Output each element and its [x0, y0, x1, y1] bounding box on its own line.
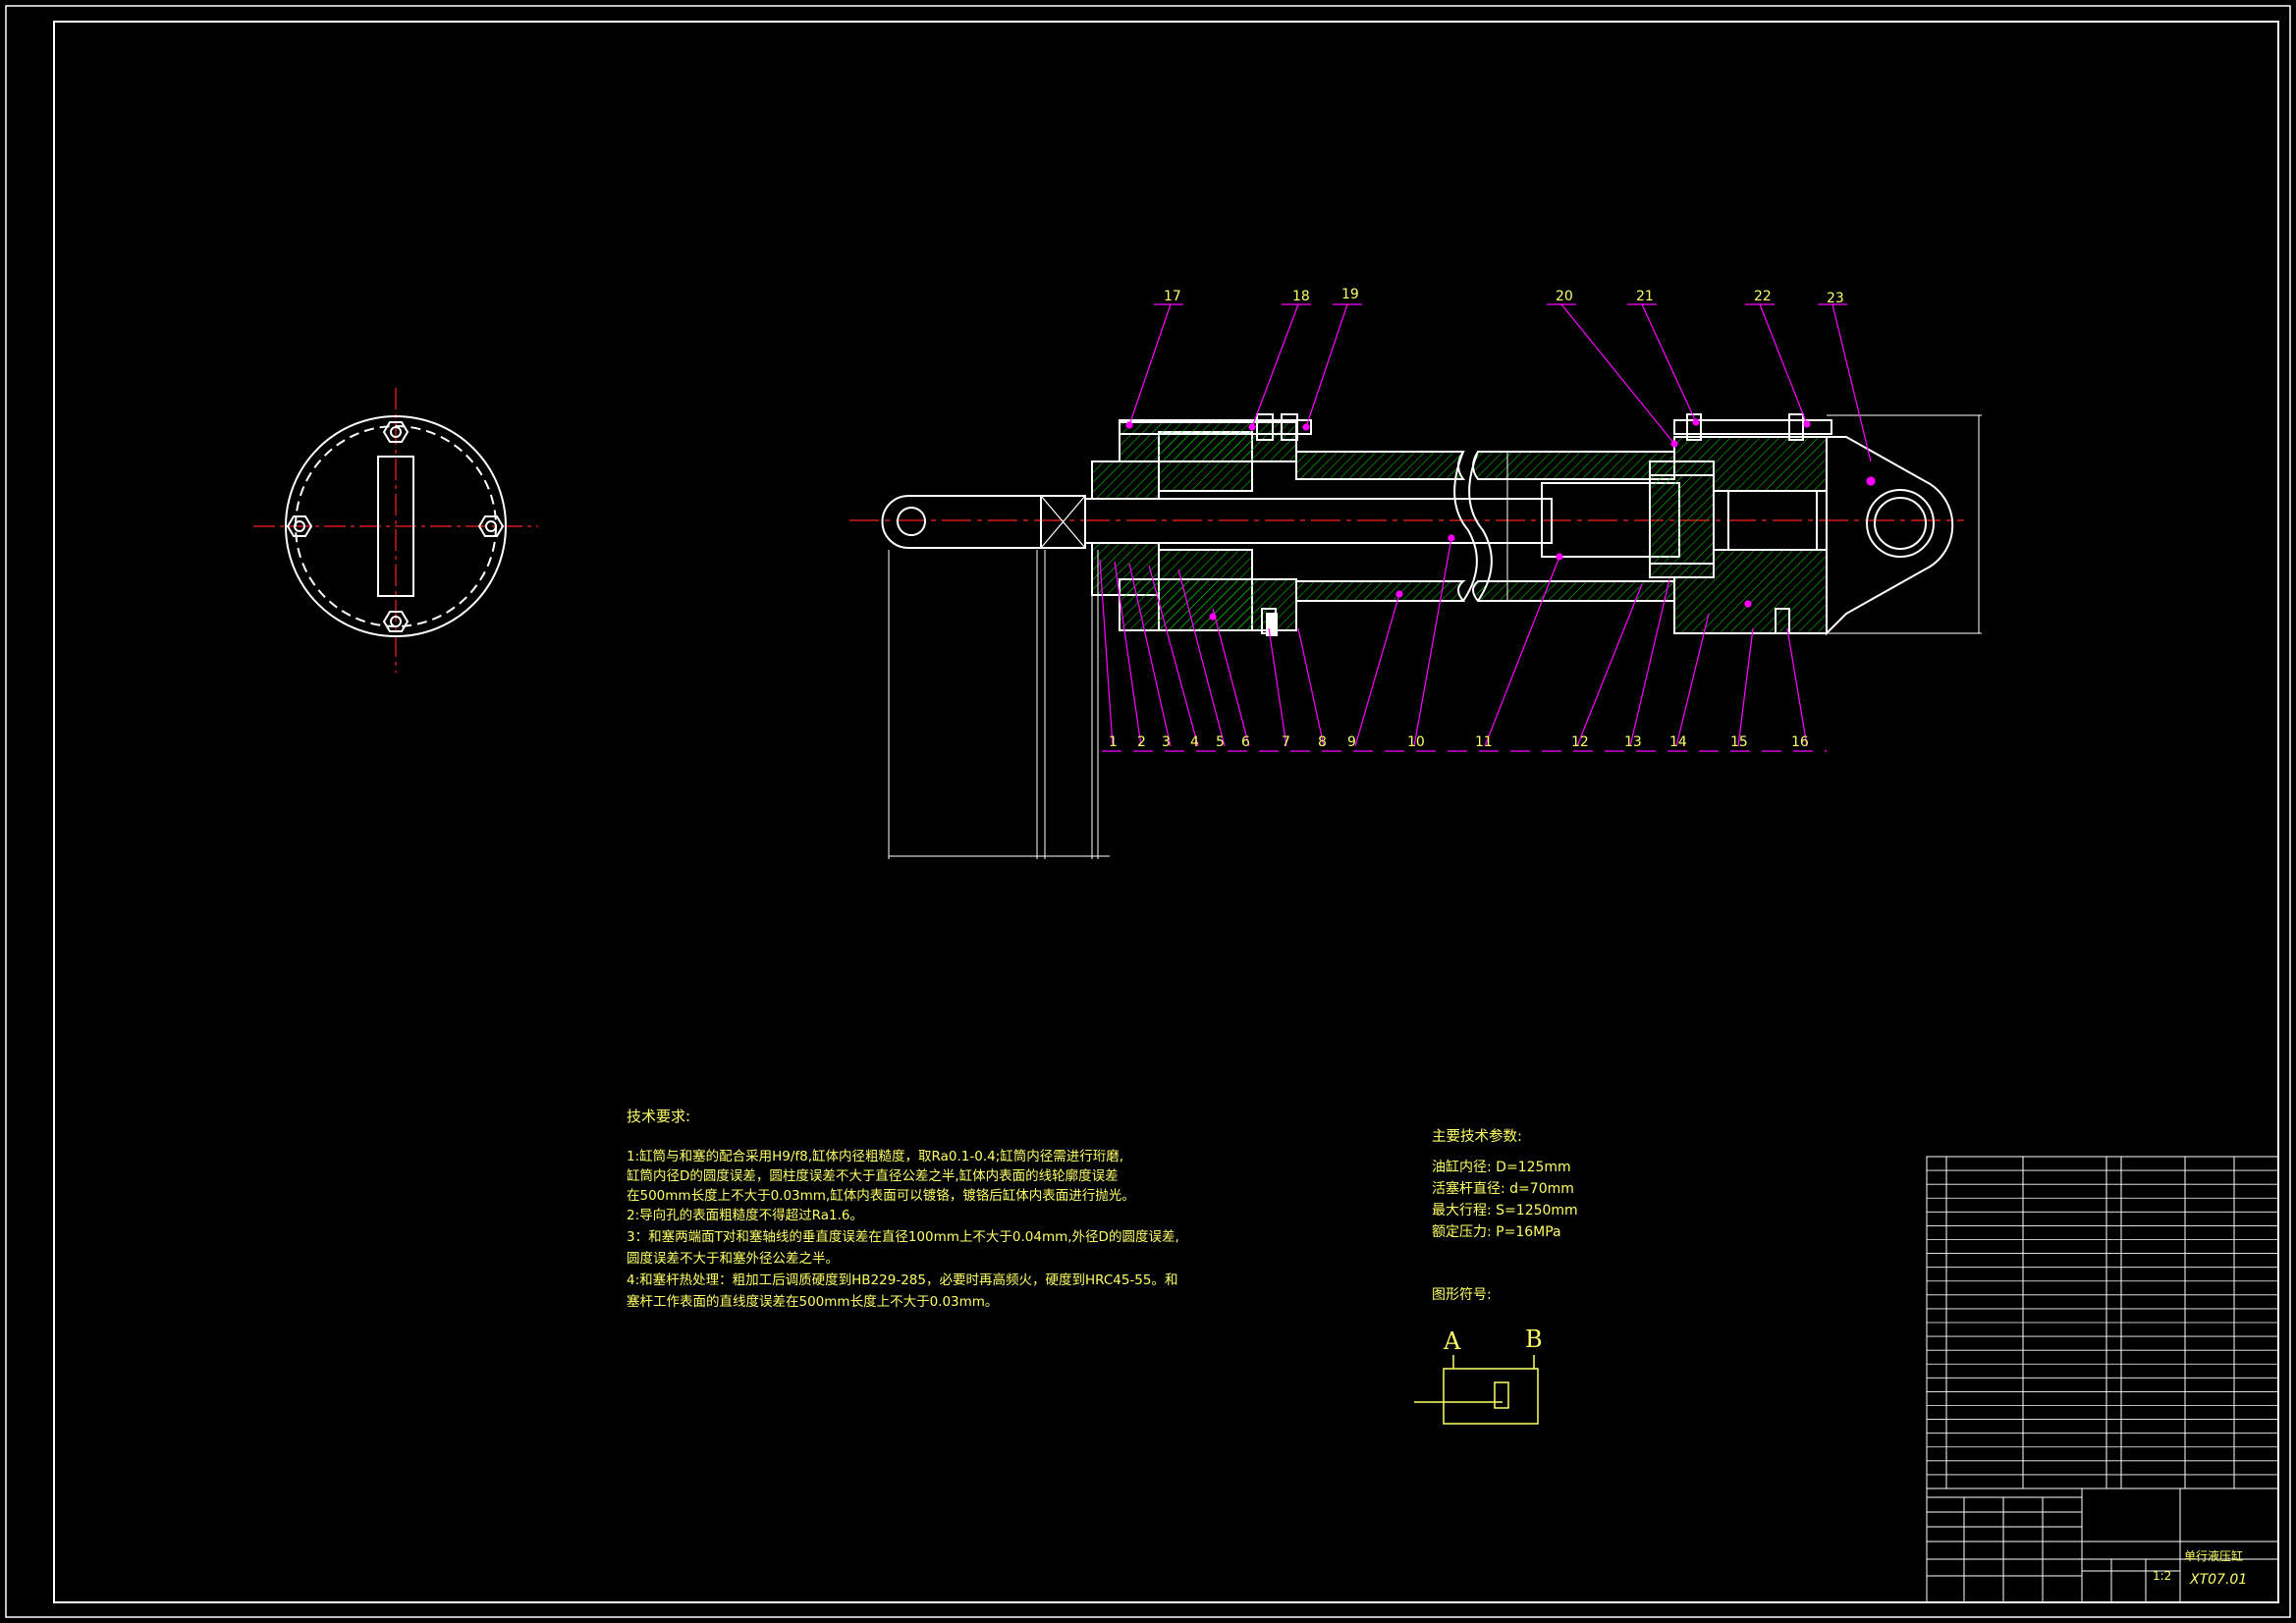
tech-req-line: 1:缸筒与和塞的配合采用H9/f8,缸体内径粗糙度，取Ra0.1-0.4;缸筒内…	[627, 1149, 1124, 1164]
rod-eye-hole	[897, 507, 926, 536]
outer-border	[5, 5, 2291, 1618]
balloon-20: 20	[1556, 289, 1573, 304]
tech-req-line: 4:和塞杆热处理：粗加工后调质硬度到HB229-285，必要时再高频火，硬度到H…	[627, 1272, 1178, 1288]
bolt-head-right	[1686, 413, 1702, 441]
bolt-head-upper-2	[1281, 413, 1298, 441]
balloons-top: 17 18 19 20 21 22 23	[1164, 287, 1844, 306]
clevis-hole-inner	[1874, 497, 1927, 550]
balloon-2: 2	[1137, 734, 1146, 750]
balloon-16: 16	[1791, 734, 1809, 750]
param-line: 额定压力: P=16MPa	[1432, 1224, 1561, 1240]
balloon-7: 7	[1282, 734, 1290, 750]
tech-req-line: 塞杆工作表面的直线度误差在500mm长度上不大于0.03mm。	[627, 1294, 999, 1310]
main-params-title: 主要技术参数:	[1432, 1129, 1522, 1145]
balloon-22: 22	[1754, 289, 1772, 304]
balloon-21: 21	[1636, 289, 1654, 304]
rear-bore	[1727, 490, 1818, 551]
hex-nut-left	[286, 515, 313, 537]
balloon-3: 3	[1162, 734, 1171, 750]
tech-req-line: 3：和塞两端面T对和塞轴线的垂直度误差在直径100mm上不大于0.04mm,外径…	[627, 1229, 1179, 1245]
end-view	[253, 388, 538, 673]
barrel-upper	[1295, 451, 1466, 480]
port-plug-1	[1266, 613, 1278, 636]
barrel-upper-right	[1472, 451, 1675, 480]
end-view-slot	[377, 456, 414, 597]
cylinder-section	[849, 413, 1964, 636]
balloon-17: 17	[1164, 289, 1181, 304]
tech-req-line: 缸筒内径D的圆度误差，圆柱度误差不大于直径公差之半,缸体内表面的线轮廓度误差	[627, 1168, 1119, 1184]
tech-req-line: 圆度误差不大于和塞外径公差之半。	[627, 1251, 839, 1267]
balloon-13: 13	[1624, 734, 1642, 750]
tech-req-line: 在500mm长度上不大于0.03mm,缸体内表面可以镀铬，镀铬后缸体内表面进行抛…	[627, 1188, 1135, 1204]
balloon-15: 15	[1730, 734, 1748, 750]
break-line-2	[1468, 451, 1493, 602]
port-a-label: A	[1444, 1327, 1461, 1355]
balloon-5: 5	[1216, 734, 1225, 750]
balloon-19: 19	[1341, 287, 1359, 302]
title-block-drawing-number: XT07.01	[2190, 1572, 2248, 1588]
balloon-1: 1	[1109, 734, 1118, 750]
hex-nut-top	[382, 421, 410, 443]
balloons-bottom: 1 2 3 4 5 6 7 8 9 10 11 12 13 14 15 16	[1109, 734, 1809, 750]
tech-requirements-title: 技术要求:	[627, 1108, 691, 1125]
tie-bolt-upper-right	[1673, 419, 1832, 435]
balloon-8: 8	[1318, 734, 1327, 750]
barrel-lower	[1295, 580, 1466, 602]
gland	[1091, 460, 1160, 500]
tie-bolt-upper-left	[1119, 419, 1312, 435]
balloon-11: 11	[1475, 734, 1493, 750]
balloon-23: 23	[1827, 291, 1844, 306]
leader-lines	[1099, 303, 1876, 752]
rod-eye	[881, 495, 1042, 549]
break-line	[1453, 451, 1478, 602]
end-view-outer-circle	[285, 415, 507, 637]
front-flange-upper	[1119, 421, 1297, 462]
tech-req-line: 2:导向孔的表面粗糙度不得超过Ra1.6。	[627, 1208, 863, 1223]
title-block-part-name: 单行液压缸	[2184, 1549, 2244, 1563]
hex-nut-bottom	[382, 611, 410, 632]
balloon-9: 9	[1347, 734, 1356, 750]
balloon-6: 6	[1241, 734, 1250, 750]
parts-list-rows	[1927, 1169, 2278, 1476]
clevis-hole-outer	[1866, 489, 1935, 558]
rear-clevis	[1826, 436, 1954, 636]
port-b-label: B	[1525, 1325, 1543, 1353]
piston-rod	[1084, 498, 1553, 544]
hex-nut-right	[477, 515, 505, 537]
balloon-14: 14	[1669, 734, 1687, 750]
param-line: 油缸内径: D=125mm	[1432, 1160, 1571, 1175]
port-rear	[1775, 608, 1790, 634]
balloon-12: 12	[1571, 734, 1589, 750]
hydraulic-symbol	[1414, 1355, 1539, 1425]
title-block-scale: 1:2	[2153, 1569, 2172, 1583]
dimensions	[888, 414, 1982, 859]
bolt-head-right-2	[1788, 413, 1804, 441]
barrel-lower-right	[1472, 580, 1675, 602]
piston	[1649, 460, 1715, 578]
symbol-title: 图形符号:	[1432, 1287, 1492, 1303]
balloon-4: 4	[1190, 734, 1199, 750]
balloon-18: 18	[1292, 289, 1310, 304]
inner-border	[53, 21, 2279, 1603]
title-block	[1926, 1488, 2279, 1603]
param-line: 活塞杆直径: d=70mm	[1432, 1181, 1574, 1197]
param-line: 最大行程: S=1250mm	[1432, 1203, 1578, 1218]
bolt-head-upper	[1256, 413, 1274, 441]
balloon-10: 10	[1407, 734, 1425, 750]
